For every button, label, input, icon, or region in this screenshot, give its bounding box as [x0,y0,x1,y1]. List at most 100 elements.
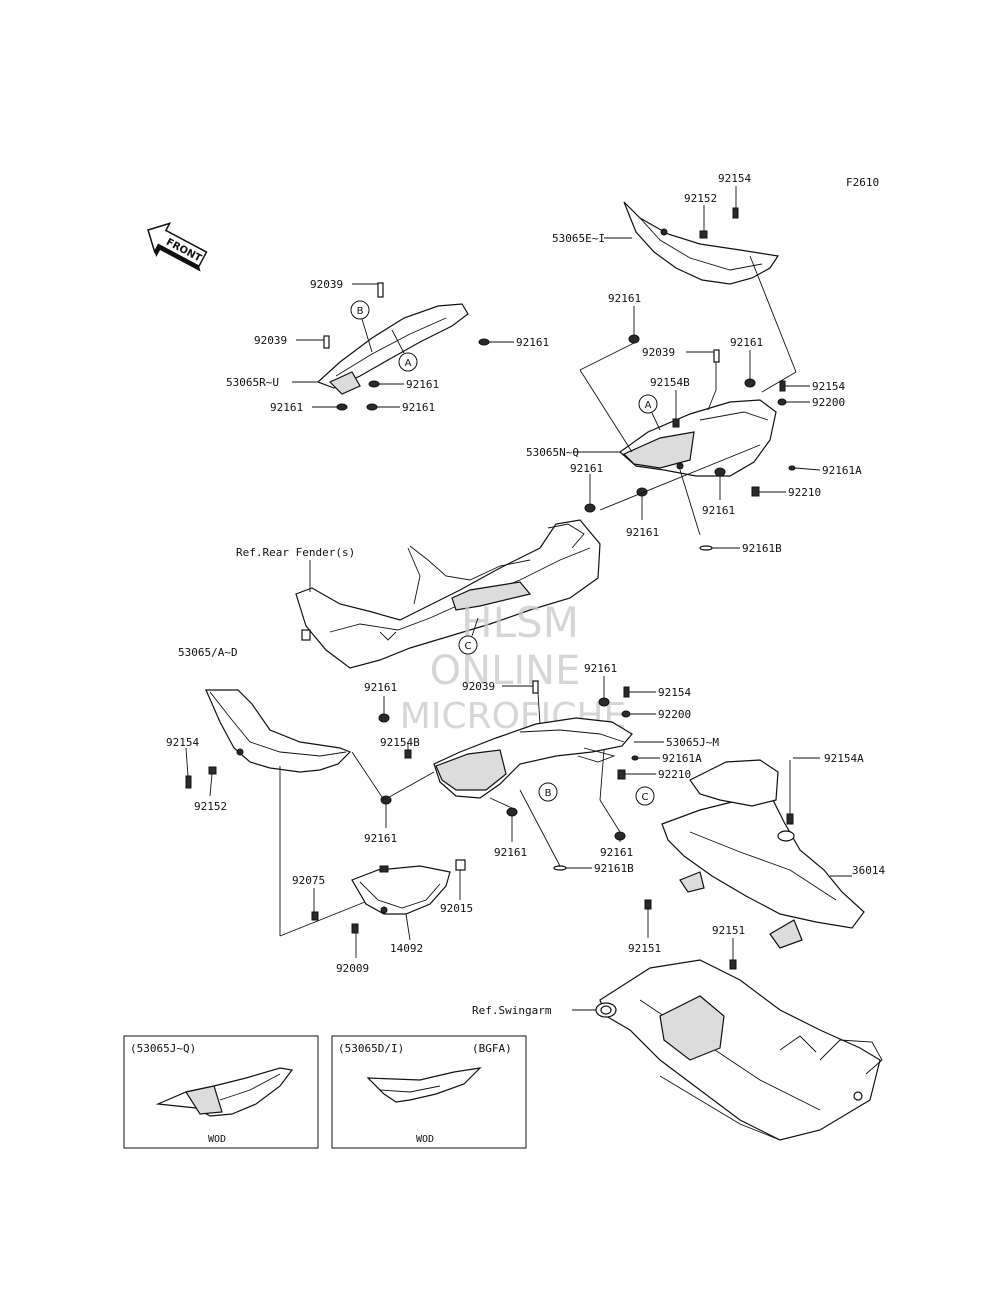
grommet-92161-k [598,697,610,707]
bolt-92154-c [623,686,630,698]
label-36014: 36014 [852,864,885,877]
cover-53065R-U [316,303,469,395]
label-92161-m: 92161 [494,846,527,859]
pin-92039-b [323,335,330,349]
label-92151-a: 92151 [628,942,661,955]
label-92161B-b: 92161B [594,862,634,875]
label-92161A-a: 92161A [822,464,862,477]
label-92161-d: 92161 [270,401,303,414]
grommet-92161-e [366,403,378,411]
clip-92161B-b [553,865,567,871]
grommet-92161-b [478,338,490,346]
callout-c-lower: C [635,786,655,806]
label-92154-b: 92154 [812,380,845,393]
label-92161-a: 92161 [608,292,641,305]
clip-92161A-a [788,465,796,471]
svg-text:C: C [642,792,649,803]
label-92161-k: 92161 [584,662,617,675]
svg-text:HLSM: HLSM [461,598,579,647]
inset-left: (53065J~Q) WOD [123,1035,319,1149]
bolt-92151-b [729,959,737,970]
label-92161-n: 92161 [600,846,633,859]
label-92151-b: 92151 [712,924,745,937]
cover-53065-A-D [205,689,352,773]
svg-text:B: B [545,788,552,799]
grommet-92161-j [378,713,390,723]
label-92210-a: 92210 [788,486,821,499]
label-53065J-M: 53065J~M [666,736,719,749]
swingarm [595,959,883,1141]
pin-92039-a [377,282,384,298]
label-92161-h: 92161 [702,504,735,517]
bolt-92154B-b [404,749,412,759]
label-92161-j: 92161 [364,681,397,694]
label-92154-c: 92154 [658,686,691,699]
label-ref-rear-fender: Ref.Rear Fender(s) [236,546,355,559]
washer-92200-b [621,710,631,718]
inset-right-title: (53065D/I) [338,1042,404,1055]
rear-fender [295,519,601,669]
label-92154-d: 92154 [166,736,199,749]
chain-cover-36014 [661,759,865,949]
front-arrow-icon: FRONT [147,222,208,272]
label-53065-A-D: 53065/A~D [178,646,238,659]
label-92161-c: 92161 [406,378,439,391]
grommet-92161-c [368,380,380,388]
label-92039-c: 92039 [642,346,675,359]
label-92154A: 92154A [824,752,864,765]
label-92075: 92075 [292,874,325,887]
callout-a-upper: A [391,329,418,372]
pin-92039-c [713,349,720,363]
grommet-92161-f [744,378,756,388]
callout-a-middle: A [638,394,661,431]
callout-b-lower: B [538,782,558,802]
cover-53065E-I [623,201,780,285]
label-92039-d: 92039 [462,680,495,693]
damper-92015 [455,859,466,871]
inset-left-caption: WOD [208,1134,226,1145]
label-92161-f: 92161 [730,336,763,349]
grommet-92161-g [714,467,726,477]
label-92200-a: 92200 [812,396,845,409]
inset-right-variant: (BGFA) [472,1042,512,1055]
label-92152-top: 92152 [684,192,717,205]
label-92154-top: 92154 [718,172,751,185]
bolt-92154-top [732,207,739,219]
clip-92161B-a [699,545,713,551]
bracket-14092 [351,865,451,915]
label-92200-b: 92200 [658,708,691,721]
callout-c-upper: C [458,617,479,655]
label-ref-swingarm: Ref.Swingarm [472,1004,552,1017]
bolt-92009 [351,923,359,934]
label-92161-g: 92161 [570,462,603,475]
grommet-92161-a [628,334,640,344]
label-92161-i: 92161 [626,526,659,539]
grommet-92161-h [584,503,596,513]
svg-text:A: A [405,358,412,369]
label-92161-b: 92161 [516,336,549,349]
inset-right-caption: WOD [416,1134,434,1145]
clip-92161A-b [631,755,639,761]
bolt-92154B-a [672,418,680,428]
label-92009: 92009 [336,962,369,975]
label-53065N-Q: 53065N~Q [526,446,579,459]
svg-text:C: C [465,641,472,652]
figure-code: F2610 [846,176,879,189]
bolt-92151-a [644,899,652,910]
nut-92152-b [208,766,217,775]
grommet-92161-n [614,831,626,841]
nut-92210-b [617,769,626,780]
label-92161-l: 92161 [364,832,397,845]
label-92161A-b: 92161A [662,752,702,765]
callout-b-upper: B [350,300,373,353]
label-92154B-b: 92154B [380,736,420,749]
label-92154B-a: 92154B [650,376,690,389]
cover-53065N-Q [619,399,777,477]
label-92152-b: 92152 [194,800,227,813]
grommet-92161-m [506,807,518,817]
svg-text:ONLINE: ONLINE [430,648,581,694]
pin-92039-d [532,680,539,694]
label-14092: 14092 [390,942,423,955]
label-92210-b: 92210 [658,768,691,781]
